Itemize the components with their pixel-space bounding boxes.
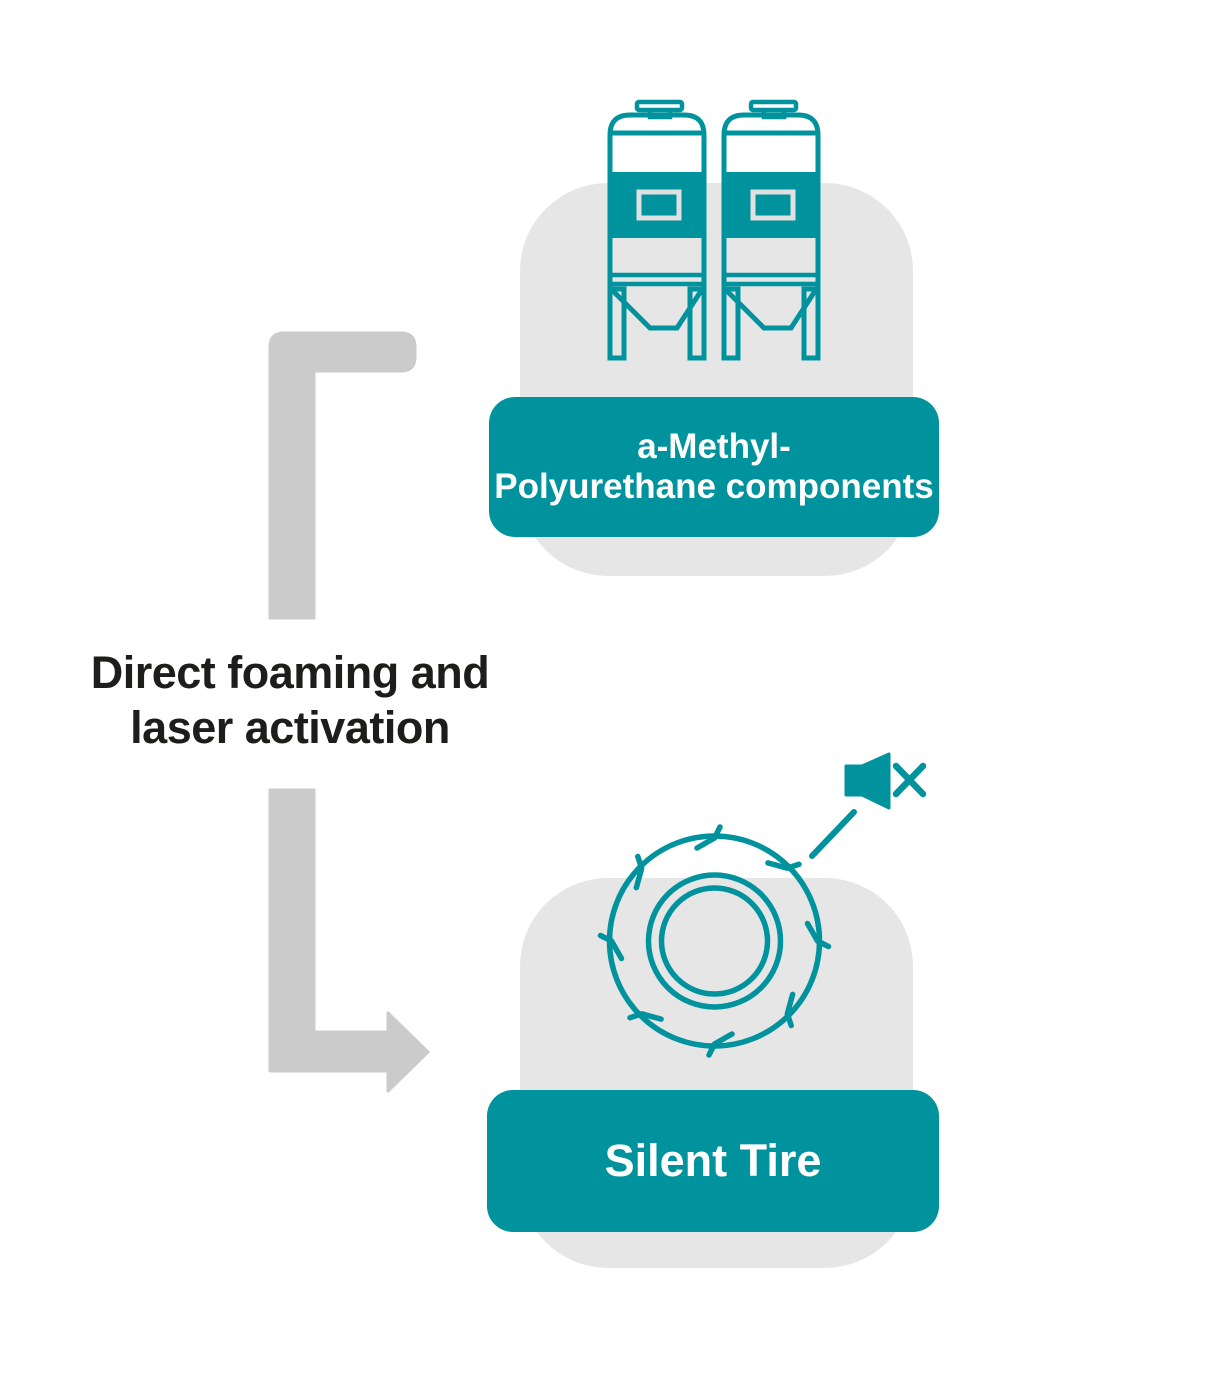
callout-line [809, 809, 857, 859]
flow-arrow-elbow [268, 331, 417, 620]
result-label-pill: Silent Tire [487, 1090, 939, 1232]
tire-icon [597, 824, 832, 1058]
tire-tread-marks [597, 824, 832, 1058]
result-label: Silent Tire [604, 1135, 822, 1186]
mute-x-icon [892, 762, 927, 798]
storage-silos-icon [607, 99, 821, 361]
muted-speaker-icon [844, 752, 891, 810]
flow-arrow [268, 331, 430, 1093]
flow-arrow-head [268, 788, 430, 1093]
silent-tire-icon [597, 752, 927, 1058]
silo-left [607, 99, 707, 361]
source-label: a-Methyl- Polyurethane components [494, 427, 934, 506]
process-label: Direct foaming and laser activation [90, 647, 490, 753]
source-label-pill: a-Methyl- Polyurethane components [489, 397, 939, 537]
silo-right [721, 99, 821, 361]
